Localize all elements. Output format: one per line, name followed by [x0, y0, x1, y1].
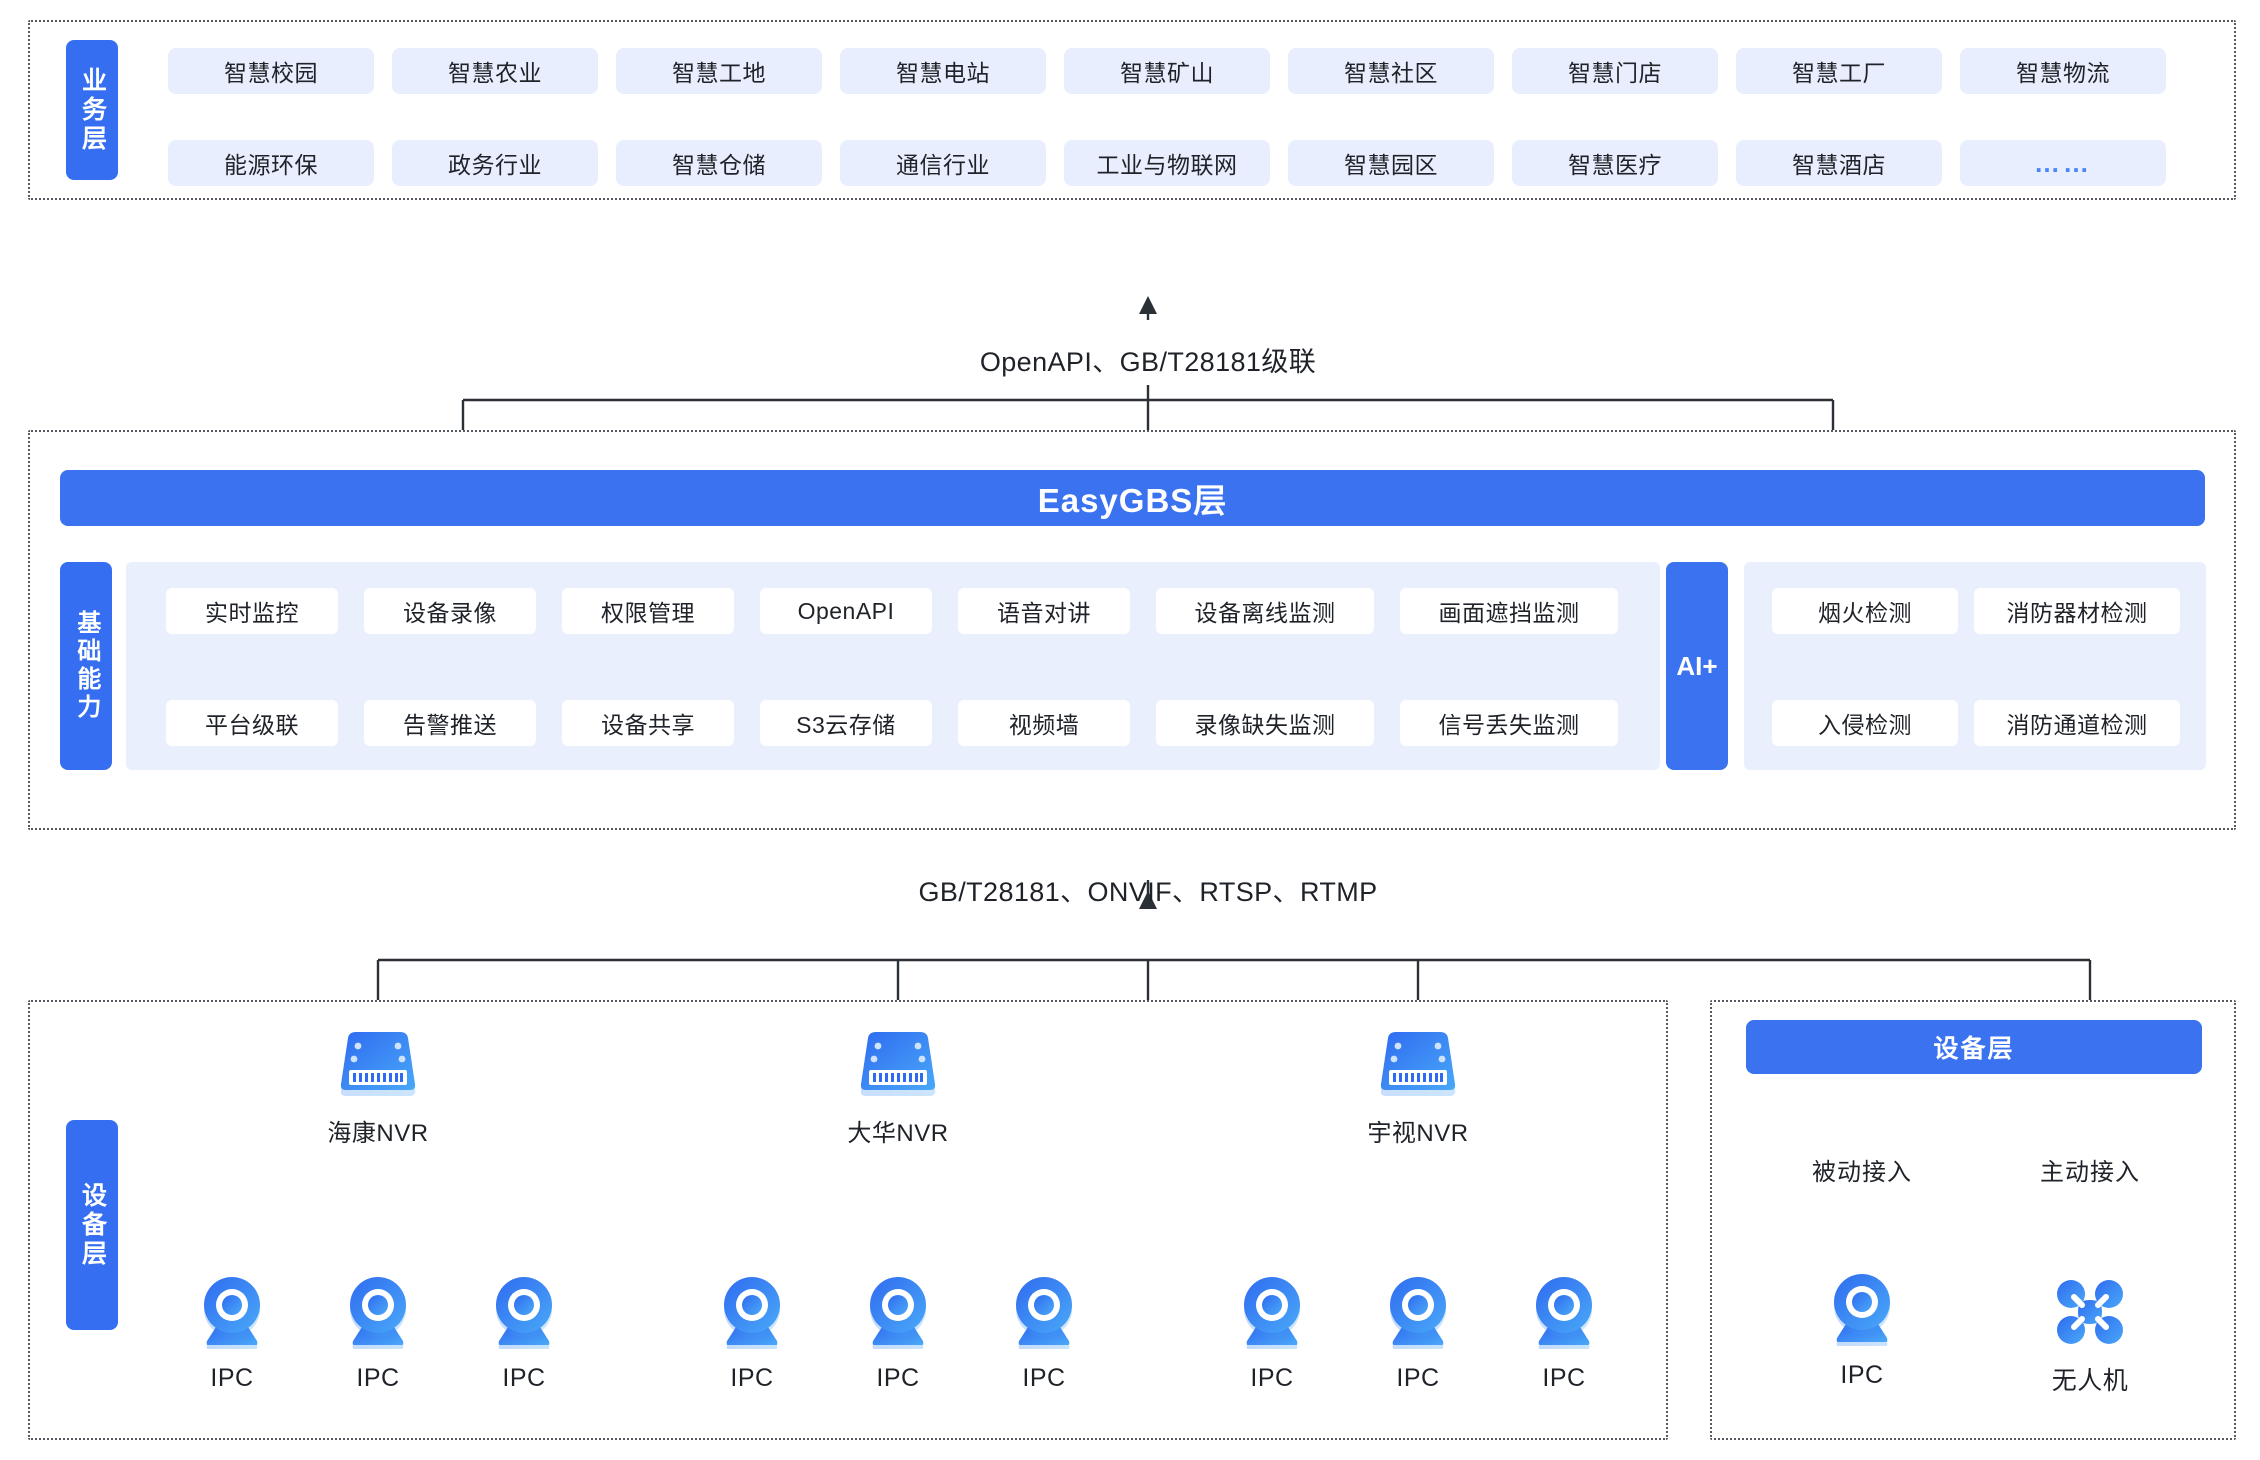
ipc-node[interactable]: IPC — [998, 1275, 1090, 1393]
business-chip[interactable]: 智慧物流 — [1960, 48, 2166, 94]
capability-chip[interactable]: 平台级联 — [166, 700, 338, 746]
nvr-node[interactable]: 宇视NVR — [1346, 1030, 1490, 1148]
capability-chip[interactable]: 录像缺失监测 — [1156, 700, 1374, 746]
capability-chip[interactable]: 画面遮挡监测 — [1400, 588, 1618, 634]
ipc-label: IPC — [1250, 1364, 1294, 1392]
business-chip[interactable]: 智慧农业 — [392, 48, 598, 94]
access-mode-label: 被动接入 — [1812, 1159, 1912, 1186]
ai-capability-chip[interactable]: 烟火检测 — [1772, 588, 1958, 634]
business-row-2: 能源环保 政务行业 智慧仓储 通信行业 工业与物联网 智慧园区 智慧医疗 智慧酒… — [168, 140, 2198, 186]
business-row-1: 智慧校园 智慧农业 智慧工地 智慧电站 智慧矿山 智慧社区 智慧门店 智慧工厂 … — [168, 48, 2198, 94]
capability-chip[interactable]: OpenAPI — [760, 588, 932, 634]
ai-plus-label: AI+ — [1676, 650, 1718, 681]
ipc-camera-icon — [724, 1277, 780, 1349]
easygbs-bar[interactable]: EasyGBS层 — [60, 470, 2205, 526]
capability-layer-tab-label: 基础能力 — [72, 610, 100, 722]
business-chip[interactable]: 政务行业 — [392, 140, 598, 186]
connector-bottom-label: GB/T28181、ONVIF、RTSP、RTMP — [918, 877, 1378, 907]
ipc-node[interactable]: IPC — [478, 1275, 570, 1393]
nvr-icon — [1380, 1032, 1456, 1096]
capability-chip[interactable]: S3云存储 — [760, 700, 932, 746]
ipc-camera-icon — [1536, 1277, 1592, 1349]
ipc-camera-icon — [1016, 1277, 1072, 1349]
device-layer-bar[interactable]: 设备层 — [1746, 1020, 2202, 1074]
ai-capability-chip[interactable]: 消防器材检测 — [1974, 588, 2180, 634]
ipc-node[interactable]: IPC — [852, 1275, 944, 1393]
device-layer-tab: 设备层 — [66, 1120, 118, 1330]
capability-chip[interactable]: 实时监控 — [166, 588, 338, 634]
ipc-label: IPC — [210, 1364, 254, 1392]
capability-chip[interactable]: 设备录像 — [364, 588, 536, 634]
nvr-label: 宇视NVR — [1367, 1120, 1469, 1147]
ipc-node[interactable]: IPC — [1372, 1275, 1464, 1393]
business-chip[interactable]: 通信行业 — [840, 140, 1046, 186]
ipc-camera-icon — [204, 1277, 260, 1349]
device-layer-tab-label: 设备层 — [78, 1181, 107, 1269]
ipc-label: IPC — [1542, 1364, 1586, 1392]
easygbs-title: EasyGBS层 — [1037, 482, 1228, 519]
ipc-node[interactable]: IPC — [1226, 1275, 1318, 1393]
nvr-node[interactable]: 海康NVR — [306, 1030, 450, 1148]
business-chip[interactable]: 智慧工厂 — [1736, 48, 1942, 94]
ipc-label: IPC — [356, 1364, 400, 1392]
nvr-node[interactable]: 大华NVR — [826, 1030, 970, 1148]
drone-node[interactable]: 无人机 — [2044, 1272, 2136, 1397]
ipc-label: IPC — [730, 1364, 774, 1392]
capability-chip[interactable]: 权限管理 — [562, 588, 734, 634]
ai-capability-chip[interactable]: 消防通道检测 — [1974, 700, 2180, 746]
ai-plus-tab: AI+ — [1666, 562, 1728, 770]
ipc-label: IPC — [1022, 1364, 1066, 1392]
ipc-label: IPC — [502, 1364, 546, 1392]
ipc-node[interactable]: IPC — [706, 1275, 798, 1393]
nvr-icon — [860, 1032, 936, 1096]
business-chip-more[interactable]: …… — [1960, 140, 2166, 186]
connector-top-label: OpenAPI、GB/T28181级联 — [979, 347, 1317, 377]
ipc-camera-icon — [1390, 1277, 1446, 1349]
business-chip[interactable]: 工业与物联网 — [1064, 140, 1270, 186]
ipc-node[interactable]: IPC — [1518, 1275, 1610, 1393]
ipc-label: IPC — [1840, 1361, 1884, 1389]
ipc-label: IPC — [876, 1364, 920, 1392]
capability-layer-tab: 基础能力 — [60, 562, 112, 770]
business-chip[interactable]: 能源环保 — [168, 140, 374, 186]
nvr-label: 大华NVR — [847, 1120, 949, 1147]
capability-chip[interactable]: 信号丢失监测 — [1400, 700, 1618, 746]
capability-chip[interactable]: 视频墙 — [958, 700, 1130, 746]
nvr-label: 海康NVR — [327, 1120, 429, 1147]
ipc-camera-icon — [1834, 1274, 1890, 1346]
ai-capability-chip[interactable]: 入侵检测 — [1772, 700, 1958, 746]
ipc-camera-icon — [350, 1277, 406, 1349]
business-layer-tab: 业务层 — [66, 40, 118, 180]
ipc-label: IPC — [1396, 1364, 1440, 1392]
ipc-camera-icon — [496, 1277, 552, 1349]
business-layer-tab-label: 业务层 — [78, 66, 107, 154]
drone-label: 无人机 — [2051, 1367, 2129, 1395]
business-chip[interactable]: 智慧矿山 — [1064, 48, 1270, 94]
ipc-node[interactable]: IPC — [1816, 1272, 1908, 1390]
ipc-camera-icon — [1244, 1277, 1300, 1349]
business-chip[interactable]: 智慧医疗 — [1512, 140, 1718, 186]
ipc-node[interactable]: IPC — [186, 1275, 278, 1393]
nvr-icon — [340, 1032, 416, 1096]
drone-icon — [2057, 1280, 2123, 1344]
device-layer-bar-label: 设备层 — [1933, 1035, 2015, 1063]
business-chip[interactable]: 智慧园区 — [1288, 140, 1494, 186]
ipc-node[interactable]: IPC — [332, 1275, 424, 1393]
capability-chip[interactable]: 语音对讲 — [958, 588, 1130, 634]
business-chip[interactable]: 智慧仓储 — [616, 140, 822, 186]
business-chip[interactable]: 智慧社区 — [1288, 48, 1494, 94]
business-chip[interactable]: 智慧酒店 — [1736, 140, 1942, 186]
ipc-camera-icon — [870, 1277, 926, 1349]
access-mode-label: 主动接入 — [2040, 1159, 2140, 1186]
business-chip[interactable]: 智慧工地 — [616, 48, 822, 94]
business-chip[interactable]: 智慧门店 — [1512, 48, 1718, 94]
capability-chip[interactable]: 设备共享 — [562, 700, 734, 746]
capability-chip[interactable]: 告警推送 — [364, 700, 536, 746]
business-chip[interactable]: 智慧校园 — [168, 48, 374, 94]
business-chip[interactable]: 智慧电站 — [840, 48, 1046, 94]
capability-chip[interactable]: 设备离线监测 — [1156, 588, 1374, 634]
